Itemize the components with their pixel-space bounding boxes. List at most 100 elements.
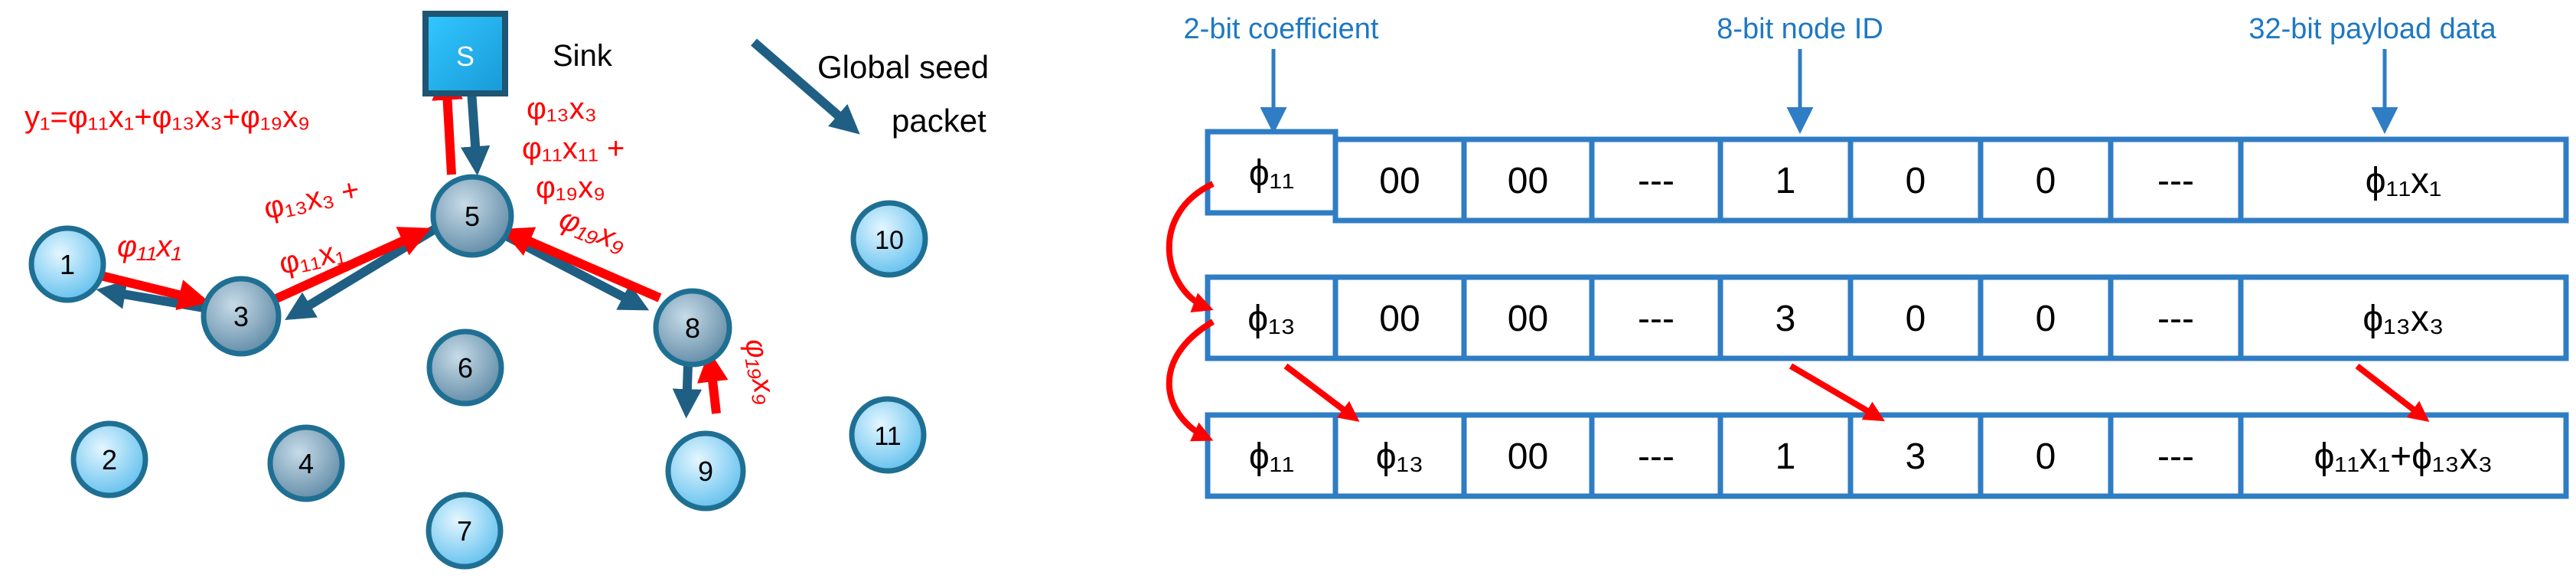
packet-cell: 1 [1717, 136, 1854, 224]
svg-text:5: 5 [465, 201, 480, 232]
packet-cell-text: ϕ₁₁ [1249, 153, 1294, 194]
packet-cell: ϕ₁₃ [1332, 412, 1467, 499]
node-7: 7 [426, 492, 504, 570]
packet-cell-text: 3 [1906, 436, 1926, 477]
packet-headers: 2-bit coefficient 8-bit node ID 32-bit p… [1184, 13, 2497, 45]
packet-cell-text: ϕ₁₃ [1376, 436, 1424, 477]
annotation-9-8: φ₁₉x₉ [739, 336, 781, 407]
packet-cell-text: 00 [1508, 299, 1548, 339]
packet-cell-text: 1 [1775, 436, 1796, 477]
packet-cell-text: --- [2157, 161, 2194, 201]
row-transition-arrows [1166, 181, 2430, 442]
packet-cell-text: ϕ₁₃x₃ [2362, 299, 2444, 339]
node-5: 5 [430, 174, 514, 258]
node-11: 11 [849, 396, 927, 474]
packet-cell: --- [2108, 136, 2244, 224]
annotation-5-S-a: φ₁₃x₃ [527, 92, 597, 126]
header-coefficient: 2-bit coefficient [1184, 13, 1379, 45]
packet-cell-text: --- [2157, 299, 2194, 339]
packet-cell-text: 0 [2036, 436, 2056, 477]
packet-cell-text: --- [1638, 436, 1674, 477]
header-payload: 32-bit payload data [2248, 13, 2496, 45]
legend-line2: packet [892, 103, 986, 139]
packet-cell-text: 0 [2036, 299, 2056, 339]
packet-cell: ϕ₁₃x₃ [2238, 274, 2569, 361]
packet-cell: 00 [1461, 274, 1595, 361]
red-annotations: y₁=φ₁₁x₁+φ₁₃x₃+φ₁₉x₉ φ₁₁x₁ φ₁₃x₃ + φ₁₁x₁… [24, 92, 781, 407]
svg-text:7: 7 [457, 515, 472, 547]
edge-S-5 [460, 90, 491, 176]
packet-cell-text: 0 [1906, 299, 1926, 339]
packet-cell: 00 [1461, 136, 1595, 224]
packet-cell-text: 00 [1508, 161, 1548, 201]
equation-label: y₁=φ₁₁x₁+φ₁₃x₃+φ₁₉x₉ [24, 100, 310, 134]
network-nodes: 1 2 3 4 5 6 7 8 [28, 174, 928, 570]
packet-cell: --- [1589, 136, 1723, 224]
packet-cell-text: --- [1638, 299, 1674, 339]
packet-cell-text: 00 [1379, 161, 1420, 201]
packet-cell: ϕ₁₁x₁ [2238, 136, 2569, 224]
packet-cell-text: 0 [2036, 161, 2056, 201]
svg-text:11: 11 [874, 422, 901, 451]
node-1: 1 [28, 225, 106, 303]
packet-cell-text: 00 [1379, 299, 1420, 339]
packet-cell-text: ϕ₁₁x₁+ϕ₁₃x₃ [2314, 436, 2493, 477]
annotation-5-S-b: φ₁₁x₁₁ + [522, 132, 624, 165]
packet-row-3: ϕ₁₁ ϕ₁₃ 00 --- 1 3 0 --- ϕ₁₁x₁+ϕ₁₃x₃ [1205, 412, 2569, 499]
packet-cell: 1 [1717, 412, 1854, 499]
legend-arrow [751, 38, 860, 135]
packet-cell-text: 3 [1775, 299, 1796, 339]
svg-text:3: 3 [233, 301, 249, 332]
packet-cell-text: 00 [1508, 436, 1548, 477]
packet-cell: ϕ₁₁ [1205, 412, 1339, 499]
svg-text:4: 4 [298, 448, 314, 479]
packet-cell: 3 [1847, 412, 1984, 499]
annotation-1-3: φ₁₁x₁ [117, 230, 181, 263]
packet-cell: 0 [1978, 136, 2114, 224]
packet-cell-text: 1 [1775, 161, 1796, 201]
node-6: 6 [426, 328, 504, 407]
packet-cell-text: ϕ₁₃ [1247, 299, 1296, 339]
packet-cell: ϕ₁₃ [1205, 274, 1339, 361]
header-pointers [1260, 49, 2398, 134]
node-4: 4 [267, 424, 345, 502]
packet-cell: 0 [1978, 412, 2114, 499]
annotation-8-5: φ₁₉x₉ [555, 202, 631, 260]
red-edge-8-5 [501, 227, 662, 302]
packet-cell-text: --- [1638, 161, 1674, 201]
packet-cell: 0 [1978, 274, 2114, 361]
node-2: 2 [70, 420, 148, 498]
packet-cell: --- [2108, 274, 2244, 361]
sink-label: Sink [553, 39, 613, 73]
packet-cell: 3 [1717, 274, 1854, 361]
packet-cell: 0 [1847, 136, 1984, 224]
svg-text:6: 6 [458, 352, 473, 384]
svg-text:1: 1 [60, 249, 75, 280]
sink-symbol: S [456, 41, 474, 72]
packet-cell-text: --- [2157, 436, 2194, 477]
annotation-3-5-a: φ₁₃x₃ + [261, 172, 363, 225]
network-edges [96, 38, 860, 419]
packet-cell: --- [1589, 412, 1723, 499]
packet-cell: 00 [1461, 412, 1595, 499]
red-edge-1-3 [99, 271, 210, 310]
packet-cell-text: ϕ₁₁x₁ [2366, 161, 2441, 201]
svg-text:2: 2 [102, 444, 117, 476]
node-10: 10 [850, 200, 928, 278]
packet-cell: ϕ₁₁x₁+ϕ₁₃x₃ [2238, 412, 2569, 499]
svg-text:8: 8 [685, 312, 700, 344]
red-edge-9-8 [696, 350, 729, 414]
node-8: 8 [653, 288, 732, 368]
packet-cell: 00 [1332, 274, 1467, 361]
red-edge-3-5 [266, 227, 432, 307]
node-3: 3 [201, 276, 282, 357]
legend-line1: Global seed [817, 49, 989, 85]
packet-cell: --- [2108, 412, 2244, 499]
sink-node: S [422, 11, 508, 96]
annotation-5-S-c: φ₁₉x₉ [536, 171, 605, 204]
packet-cell: ϕ₁₁ [1205, 129, 1339, 216]
